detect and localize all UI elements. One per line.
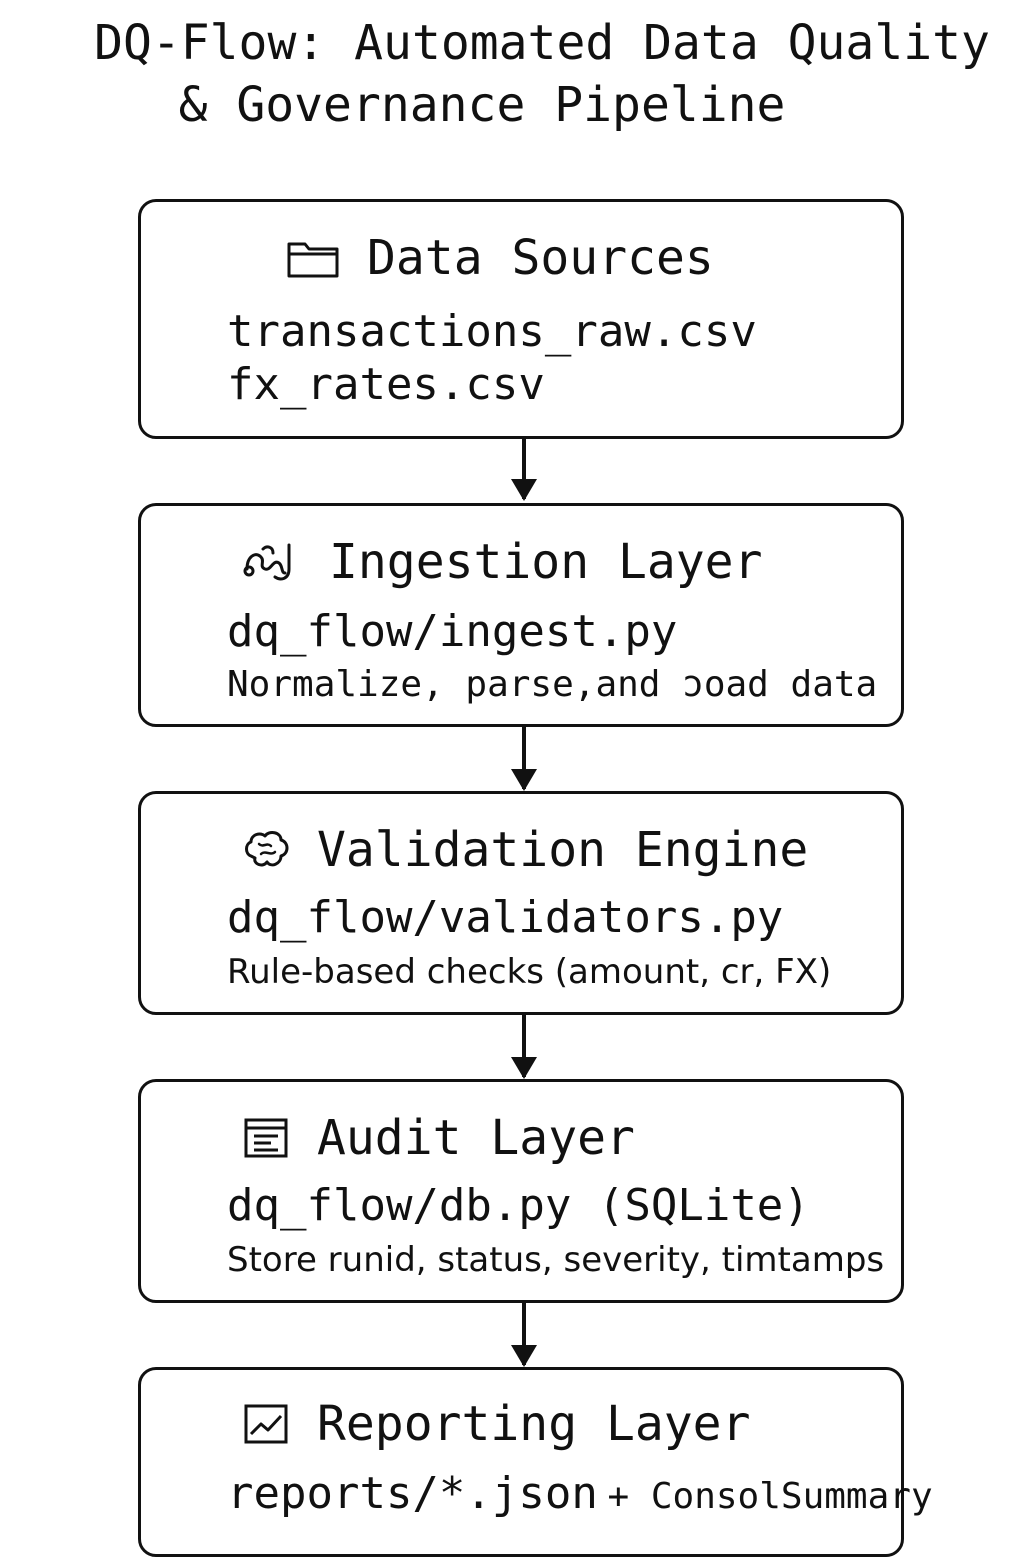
ingestion-title: Ingestion Layer xyxy=(329,534,763,590)
ingestion-module: dq_flow/ingest.py xyxy=(227,606,678,657)
ledger-icon xyxy=(241,1116,291,1160)
validation-description: Rule-based checks (amount, cr, FX) xyxy=(227,952,832,992)
title-line-1: DQ-Flow: Automated Data Quality xyxy=(94,15,990,71)
reporting-description: + ConsolSummary xyxy=(607,1476,933,1517)
ingestion-description: Normalize, parse,and ͻoad data xyxy=(227,664,878,705)
validation-engine-box: Validation Engine dq_flow/validators.py … xyxy=(138,791,904,1015)
title-line-2: & Governance Pipeline xyxy=(178,77,786,133)
flow-arrow-2 xyxy=(511,727,537,791)
chart-icon xyxy=(241,1402,291,1446)
data-sources-title: Data Sources xyxy=(367,230,714,286)
audit-heading: Audit Layer xyxy=(241,1110,635,1166)
audit-description: Store runid, status, severity, timtamps xyxy=(227,1240,885,1280)
reporting-title: Reporting Layer xyxy=(317,1396,751,1452)
ingestion-layer-box: Ingestion Layer dq_flow/ingest.py Normal… xyxy=(138,503,904,727)
validation-module: dq_flow/validators.py xyxy=(227,892,784,943)
pipeline-icon xyxy=(241,539,303,585)
reporting-heading: Reporting Layer xyxy=(241,1396,750,1452)
reporting-outputs: reports/*.json + ConsolSummary xyxy=(227,1468,933,1519)
source-file-transactions: transactions_raw.csv xyxy=(227,306,757,357)
validation-title: Validation Engine xyxy=(317,822,809,878)
audit-title: Audit Layer xyxy=(317,1110,635,1166)
data-sources-heading: Data Sources xyxy=(285,230,714,286)
ingestion-heading: Ingestion Layer xyxy=(241,534,762,590)
audit-layer-box: Audit Layer dq_flow/db.py (SQLite) Store… xyxy=(138,1079,904,1303)
source-file-fx-rates: fx_rates.csv xyxy=(227,359,545,410)
data-sources-box: Data Sources transactions_raw.csv fx_rat… xyxy=(138,199,904,439)
flow-arrow-4 xyxy=(511,1303,537,1367)
brain-icon xyxy=(241,828,291,872)
validation-heading: Validation Engine xyxy=(241,822,808,878)
reporting-layer-box: Reporting Layer reports/*.json + ConsolS… xyxy=(138,1367,933,1557)
audit-module: dq_flow/db.py (SQLite) xyxy=(227,1180,810,1231)
flow-arrow-1 xyxy=(511,439,537,501)
flow-arrow-3 xyxy=(511,1015,537,1079)
folder-icon xyxy=(285,236,341,280)
diagram-title: DQ-Flow: Automated Data Quality & Govern… xyxy=(0,12,1024,136)
reporting-module: reports/*.json xyxy=(227,1468,598,1519)
